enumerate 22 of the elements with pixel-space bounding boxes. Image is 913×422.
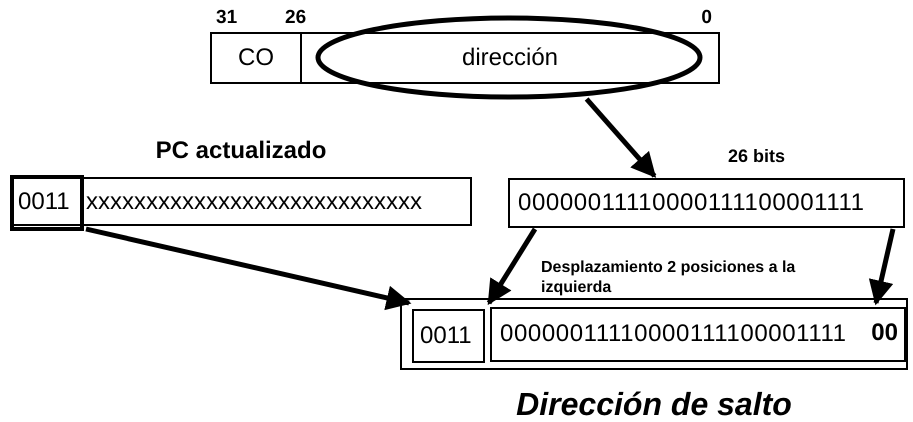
arrow: [85, 226, 412, 310]
field-box: [412, 309, 485, 363]
bit-string: xxxxxxxxxxxxxxxxxxxxxxxxxxxx: [86, 188, 422, 216]
note-text: Desplazamiento 2 posiciones a la izquierda: [541, 258, 796, 298]
bit-index: 0: [701, 7, 712, 29]
bit-index: 31: [216, 7, 238, 29]
arrow: [584, 97, 656, 178]
field-label: CO: [237, 44, 275, 72]
bit-string: 00000011110000111100001111: [518, 189, 865, 217]
register-title: PC actualizado: [154, 137, 328, 165]
register-title: 26 bits: [728, 146, 786, 167]
bit-string: 0011: [420, 322, 472, 350]
arrow: [868, 228, 896, 306]
bit-string: 0011: [18, 188, 70, 216]
arrow: [486, 228, 538, 306]
field-box: [490, 307, 906, 362]
bit-string: 00000011110000111100001111: [500, 320, 847, 348]
register-title: Dirección de salto: [515, 386, 793, 422]
field-label: dirección: [460, 44, 560, 72]
highlight-box: [10, 175, 84, 231]
bit-index: 26: [285, 7, 306, 29]
appended-bits: 00: [871, 319, 898, 347]
